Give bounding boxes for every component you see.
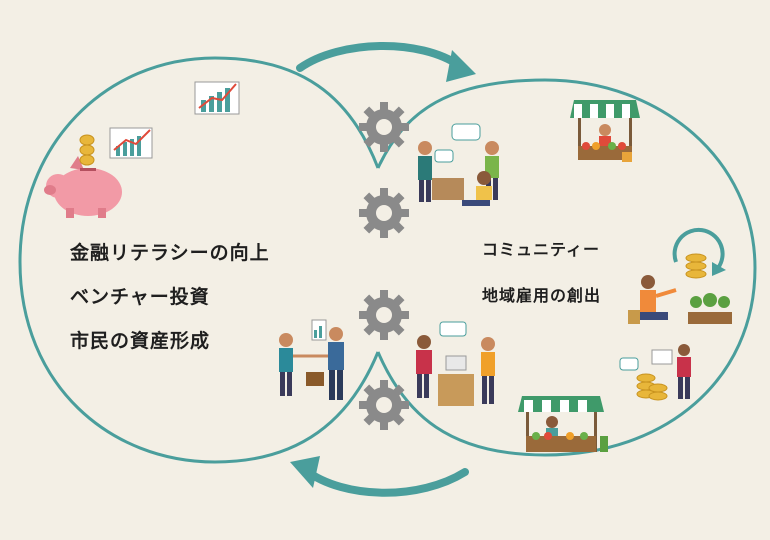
top-cycle-arrow [296, 42, 476, 82]
piggy-bank-icon [44, 156, 122, 218]
right-loop [376, 78, 757, 457]
investor-handshake-icon [279, 319, 344, 400]
loop-outline [18, 56, 757, 464]
trend-chart-icon [109, 127, 153, 159]
market-stall-icon [518, 396, 608, 452]
growth-chart-icon [194, 81, 240, 115]
left-loop [18, 56, 380, 464]
coin-stack-icon [79, 134, 95, 166]
coin-cycle-icon [672, 227, 726, 279]
left-item-citizen-asset-building: 市民の資産形成 [70, 330, 211, 352]
gear-icon [359, 290, 409, 340]
gear-icon [359, 380, 409, 430]
seedling-trays-icon [688, 293, 732, 324]
gear-icon [359, 188, 409, 238]
right-item-community: コミュニティー [482, 240, 601, 259]
gear-icon [359, 102, 409, 152]
bottom-cycle-arrow [290, 456, 469, 497]
shop-counter-icon [416, 321, 495, 406]
market-stall-icon [570, 100, 640, 162]
left-item-venture-investment: ベンチャー投資 [70, 286, 210, 308]
seated-worker-icon [628, 275, 677, 324]
people-discussion-icon [418, 123, 499, 206]
phone-user-icon [619, 344, 691, 401]
right-item-local-job-creation: 地域雇用の創出 [482, 286, 602, 305]
left-item-financial-literacy: 金融リテラシーの向上 [70, 242, 270, 264]
